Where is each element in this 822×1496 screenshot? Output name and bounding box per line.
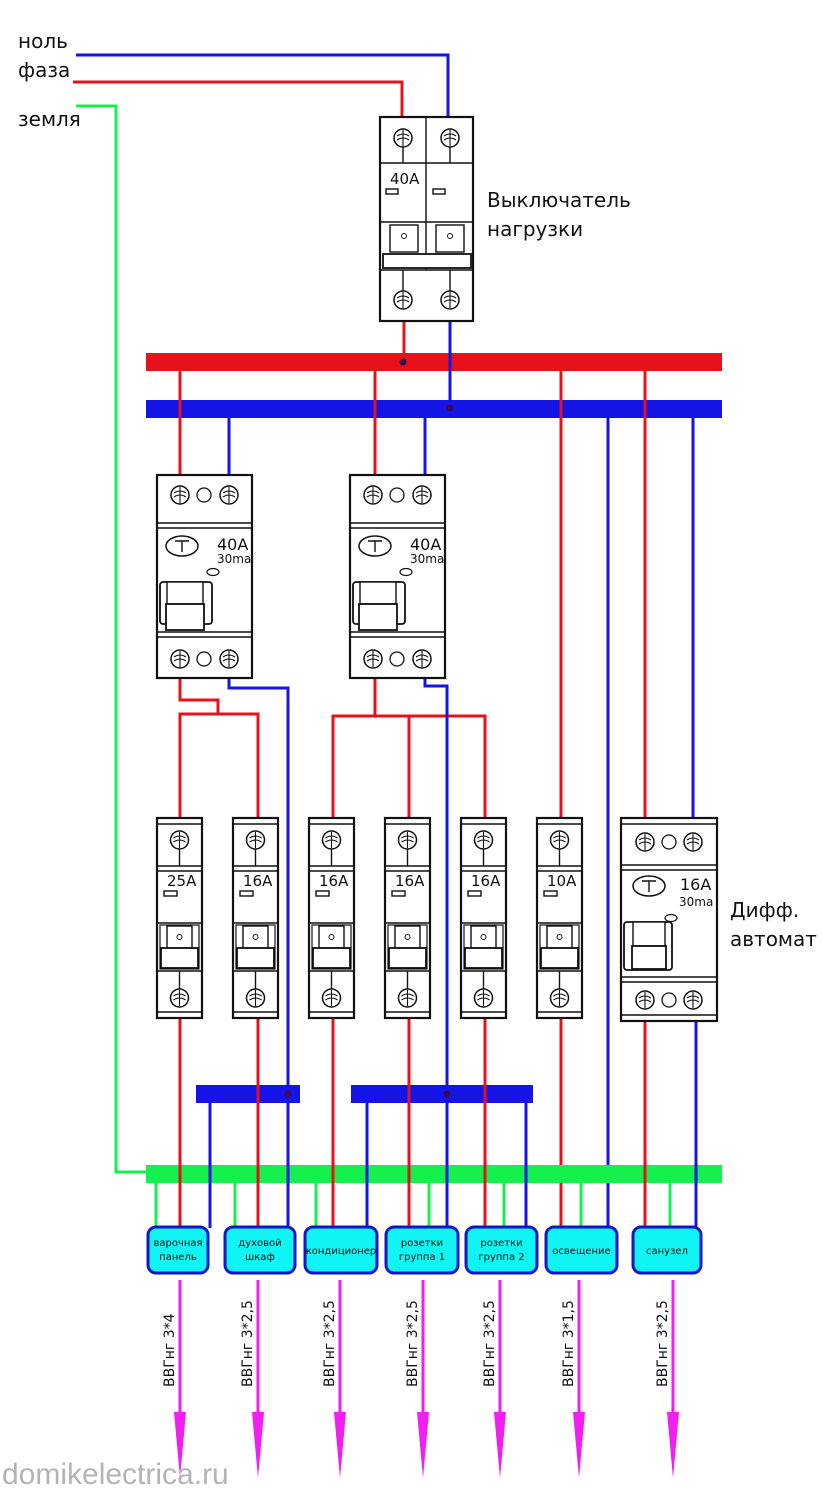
breaker-toggle[interactable] [236, 947, 275, 969]
arrow-down-icon [334, 1412, 346, 1478]
arrow-down-icon [494, 1412, 506, 1478]
breaker-rating: 10A [547, 872, 577, 890]
neutral-busbar [146, 400, 722, 418]
neutral-busbar-group2 [351, 1085, 533, 1103]
main-switch-caption-line1: Выключатель [487, 188, 631, 212]
cable-spec: ВВГнг 3*2,5 [482, 1300, 498, 1387]
load-label-line1: розетки [401, 1238, 443, 1249]
load-label-line2: шкаф [245, 1252, 275, 1263]
circuit-breaker-4[interactable]: 16A [383, 816, 432, 1020]
circuit-breaker-3[interactable]: 16A [307, 816, 356, 1020]
circuit-breaker-5[interactable]: 16A [459, 816, 508, 1020]
load-label: санузел [646, 1246, 688, 1257]
rcbo-toggle[interactable] [631, 945, 667, 970]
load-circuit-6[interactable]: освещение [544, 1225, 619, 1275]
arrow-down-icon [573, 1412, 585, 1478]
neutral-busbar-terminal [446, 404, 454, 412]
cable-spec: ВВГнг 3*2,5 [655, 1300, 671, 1387]
rcd-leakage: 30ma [410, 552, 444, 566]
breaker-toggle[interactable] [388, 947, 427, 969]
rcd1-neutral-out [227, 678, 290, 1228]
load-label-line1: розетки [480, 1238, 522, 1249]
breaker-toggle[interactable] [312, 947, 351, 969]
main-switch-caption-line2: нагрузки [487, 217, 583, 241]
arrow-down-icon [417, 1412, 429, 1478]
arrow-down-icon [667, 1412, 679, 1478]
breaker-toggle[interactable] [540, 947, 579, 969]
circuit-breaker-1[interactable]: 25A [155, 816, 204, 1020]
neutral-busbar-group2-terminal [443, 1090, 451, 1098]
breaker-rating: 16A [319, 872, 349, 890]
tester-logo-icon [358, 535, 392, 557]
watermark: domikelectrica.ru [2, 1458, 229, 1491]
rcbo-caption-line1: Дифф. [730, 898, 799, 922]
load-label-line2: группа 2 [478, 1252, 524, 1263]
rcd-leakage: 30ma [217, 552, 251, 566]
load-label-line1: духовой [238, 1238, 281, 1249]
load-label-line1: варочная [153, 1238, 202, 1249]
breaker-rating: 16A [471, 872, 501, 890]
phase-input-wire [73, 80, 404, 120]
load-circuit-5[interactable]: розетки группа 2 [464, 1225, 539, 1275]
breaker-toggle[interactable] [464, 947, 503, 969]
earth-input-wire [76, 104, 148, 1174]
rcd-toggle[interactable] [358, 603, 398, 631]
neutral-input-label: ноль [18, 29, 68, 53]
neutral-busbar-group1-terminal [284, 1090, 292, 1098]
load-circuit-4[interactable]: розетки группа 1 [384, 1225, 460, 1275]
rcd1-phase-out [178, 678, 220, 714]
arrow-down-icon [174, 1412, 186, 1478]
cable-spec: ВВГнг 3*4 [162, 1313, 178, 1387]
phase-busbar-terminal [399, 358, 407, 366]
load-circuit-1[interactable]: варочная панель [146, 1225, 210, 1275]
cable-spec: ВВГнг 3*2,5 [322, 1300, 338, 1387]
load-label: кондиционер [306, 1246, 377, 1257]
rcbo-caption-line2: автомат [730, 927, 817, 951]
rcd2-neutral-out [423, 678, 449, 1094]
wires [73, 53, 698, 1228]
rcd-toggle[interactable] [165, 603, 205, 631]
arrow-down-icon [252, 1412, 264, 1478]
circuit-breaker-6[interactable]: 10A [535, 816, 584, 1020]
breaker-rating: 25A [167, 872, 197, 890]
load-label-line2: группа 1 [399, 1252, 445, 1263]
rcbo-leakage: 30ma [679, 895, 713, 909]
earth-busbar [146, 1165, 722, 1183]
neutral-input-wire [76, 53, 450, 120]
cable-spec: ВВГнг 3*2,5 [240, 1300, 256, 1387]
earth-input-label: земля [18, 107, 81, 131]
main-switch-rating: 40A [390, 170, 420, 188]
cable-spec: ВВГнг 3*1,5 [561, 1300, 577, 1387]
breaker-rating: 16A [395, 872, 425, 890]
phase-input-label: фаза [18, 58, 70, 82]
main-load-switch[interactable]: 40A [378, 115, 475, 323]
rcd1-phase-split [178, 712, 260, 820]
breaker-toggle[interactable] [160, 947, 199, 969]
phase-busbar [146, 353, 722, 371]
rcd-rating: 40A [217, 535, 248, 554]
load-label-line2: панель [159, 1252, 197, 1263]
neutral-busbar-group1 [196, 1085, 300, 1103]
tester-logo-icon [165, 535, 199, 557]
rcd-rating: 40A [410, 535, 441, 554]
load-circuit-3[interactable]: кондиционер [303, 1225, 379, 1275]
circuit-breaker-2[interactable]: 16A [231, 816, 280, 1020]
load-circuit-7[interactable]: санузел [631, 1225, 703, 1275]
tester-logo-icon [632, 875, 666, 897]
load-label: освещение [552, 1246, 610, 1257]
load-circuit-2[interactable]: духовой шкаф [223, 1225, 297, 1275]
breaker-rating: 16A [243, 872, 273, 890]
cable-spec: ВВГнг 3*2,5 [405, 1300, 421, 1387]
rcbo-rating: 16A [680, 875, 711, 894]
